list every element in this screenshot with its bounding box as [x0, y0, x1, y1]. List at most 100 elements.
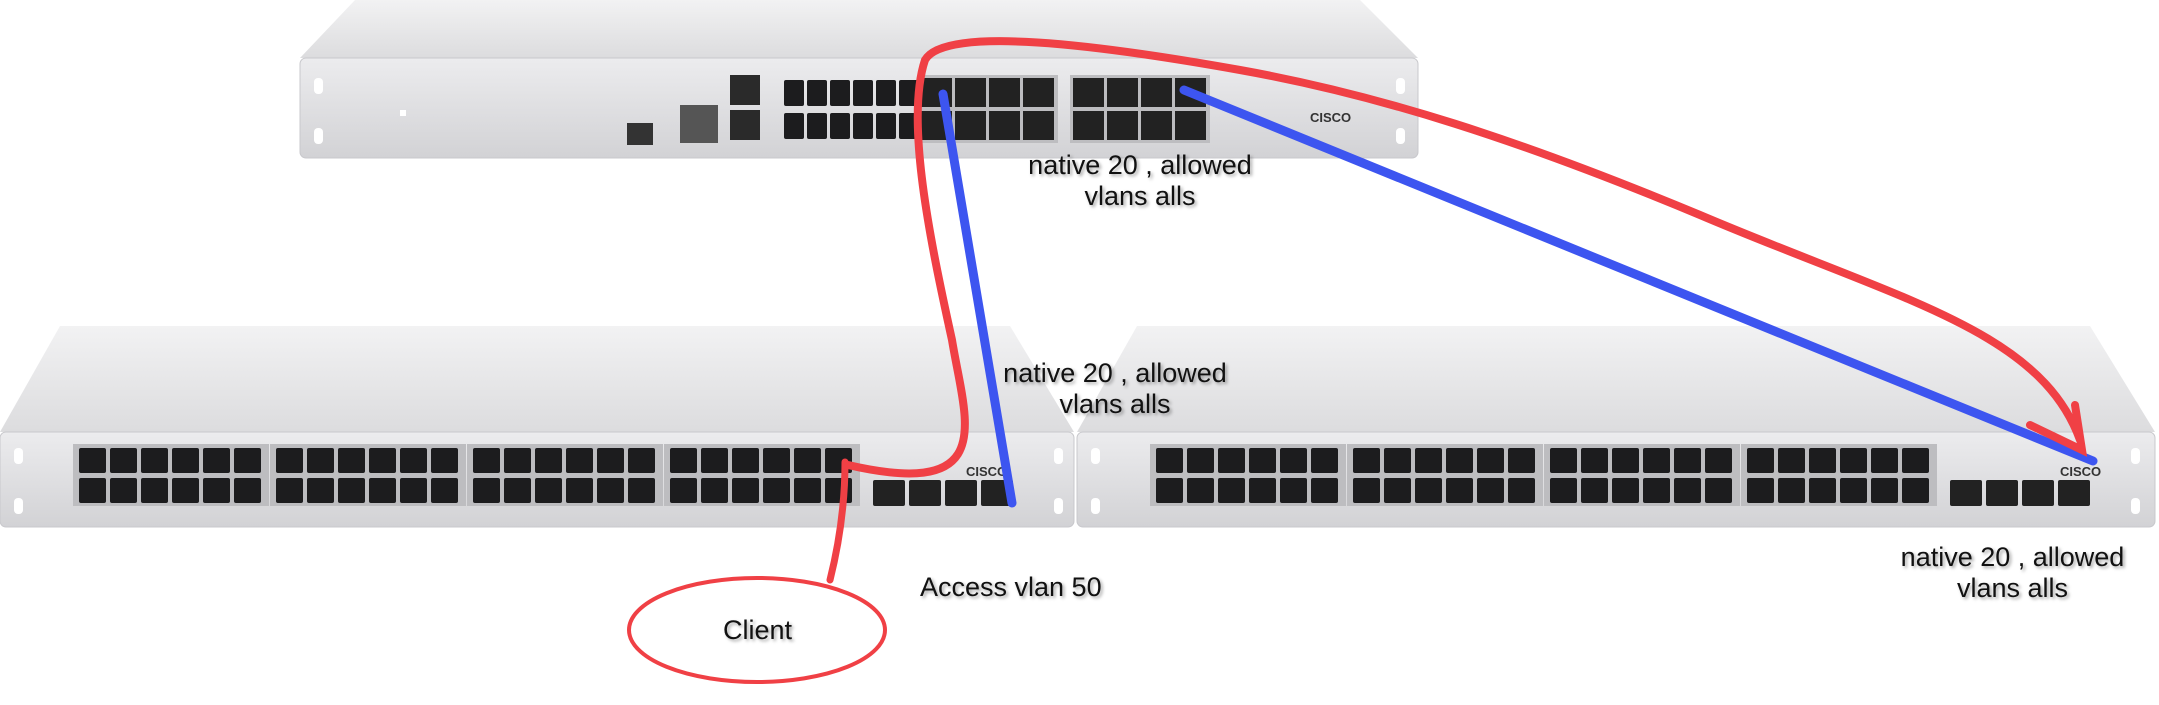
rj45-port — [141, 478, 168, 503]
rj45-port — [79, 478, 106, 503]
rj45-port — [899, 80, 919, 106]
trunk-label-right: native 20 , allowed vlans alls — [1880, 542, 2145, 604]
rj45-port — [1778, 448, 1805, 473]
sfp-port — [1023, 111, 1054, 140]
rj45-port — [1477, 448, 1504, 473]
rj45-port — [566, 478, 593, 503]
rack-ear-hole — [2131, 498, 2140, 514]
rj45-port — [732, 478, 759, 503]
rj45-port — [853, 113, 873, 139]
rj45-port — [535, 448, 562, 473]
rj45-port — [1156, 448, 1183, 473]
rj45-port — [597, 448, 624, 473]
rj45-port — [431, 448, 458, 473]
sfp-port — [730, 110, 760, 140]
label-line: native 20 , allowed — [1900, 542, 2125, 572]
sfp-port — [989, 111, 1020, 140]
rj45-port — [807, 80, 827, 106]
rj45-port — [1871, 478, 1898, 503]
rj45-port — [1705, 448, 1732, 473]
rj45-port — [566, 448, 593, 473]
cisco-logo: CISCO — [1310, 110, 1351, 125]
rj45-port — [1218, 478, 1245, 503]
rj45-port — [1187, 478, 1214, 503]
sfp-port — [2022, 480, 2054, 506]
rj45-port — [79, 448, 106, 473]
rj45-port — [473, 448, 500, 473]
trunk-label-left: native 20 , allowed vlans alls — [985, 358, 1245, 420]
rj45-port — [1311, 448, 1338, 473]
rj45-port — [1674, 478, 1701, 503]
rj45-port — [234, 448, 261, 473]
rj45-port — [400, 448, 427, 473]
rack-ear-hole — [1091, 498, 1100, 514]
rj45-port — [1581, 448, 1608, 473]
sfp-port — [1950, 480, 1982, 506]
rj45-port — [1550, 478, 1577, 503]
trunk-label-core: native 20 , allowed vlans alls — [1010, 150, 1270, 212]
rj45-port — [670, 478, 697, 503]
rj45-port — [628, 478, 655, 503]
rj45-port — [1249, 448, 1276, 473]
cisco-logo: CISCO — [966, 464, 1007, 479]
rj45-port — [369, 448, 396, 473]
sfp-port — [1141, 78, 1172, 107]
rj45-port — [732, 448, 759, 473]
rj45-port — [504, 478, 531, 503]
rj45-port — [1446, 478, 1473, 503]
rj45-port — [830, 113, 850, 139]
rj45-port — [763, 478, 790, 503]
blue-link-core-left — [938, 89, 1017, 508]
label-line: vlans alls — [1059, 389, 1171, 419]
client-ellipse — [627, 576, 887, 684]
sfp-port — [1175, 111, 1206, 140]
label-line: vlans alls — [1956, 573, 2069, 603]
rack-ear-hole — [1396, 78, 1405, 94]
rj45-port — [276, 478, 303, 503]
rj45-port — [1311, 478, 1338, 503]
rj45-port — [1280, 478, 1307, 503]
red-client-link — [826, 458, 849, 584]
rj45-port — [794, 478, 821, 503]
sfp-port — [2058, 480, 2090, 506]
mgmt-port — [680, 105, 718, 143]
rj45-port — [1747, 448, 1774, 473]
access-switch-left: CISCO — [0, 326, 1075, 528]
rack-ear-hole — [314, 78, 323, 94]
rj45-port — [1643, 478, 1670, 503]
rj45-port — [338, 478, 365, 503]
red-arrowhead — [2026, 401, 2088, 457]
rj45-port — [1187, 448, 1214, 473]
rack-ear-hole — [1396, 128, 1405, 144]
rj45-port — [1674, 448, 1701, 473]
rj45-port — [203, 448, 230, 473]
rj45-port — [1840, 448, 1867, 473]
sfp-port — [909, 480, 941, 506]
usb-port — [627, 123, 653, 145]
sfp-port — [1107, 78, 1138, 107]
sfp-port — [945, 480, 977, 506]
rj45-port — [1249, 478, 1276, 503]
rj45-port — [1612, 448, 1639, 473]
rj45-port — [338, 448, 365, 473]
rj45-port — [276, 448, 303, 473]
rj45-port — [1809, 478, 1836, 503]
rj45-port — [1156, 478, 1183, 503]
rj45-port — [1871, 448, 1898, 473]
status-led — [400, 110, 406, 116]
rj45-port — [431, 478, 458, 503]
rj45-port — [794, 448, 821, 473]
rj45-port — [203, 478, 230, 503]
cisco-logo: CISCO — [2060, 464, 2101, 479]
sfp-port — [989, 78, 1020, 107]
rj45-port — [628, 448, 655, 473]
rj45-port — [172, 448, 199, 473]
rj45-port — [670, 448, 697, 473]
rj45-port — [1840, 478, 1867, 503]
rj45-port — [172, 478, 199, 503]
rj45-port — [1446, 448, 1473, 473]
rj45-port — [1415, 478, 1442, 503]
label-line: native 20 , allowed — [1028, 150, 1252, 180]
rj45-port — [597, 478, 624, 503]
